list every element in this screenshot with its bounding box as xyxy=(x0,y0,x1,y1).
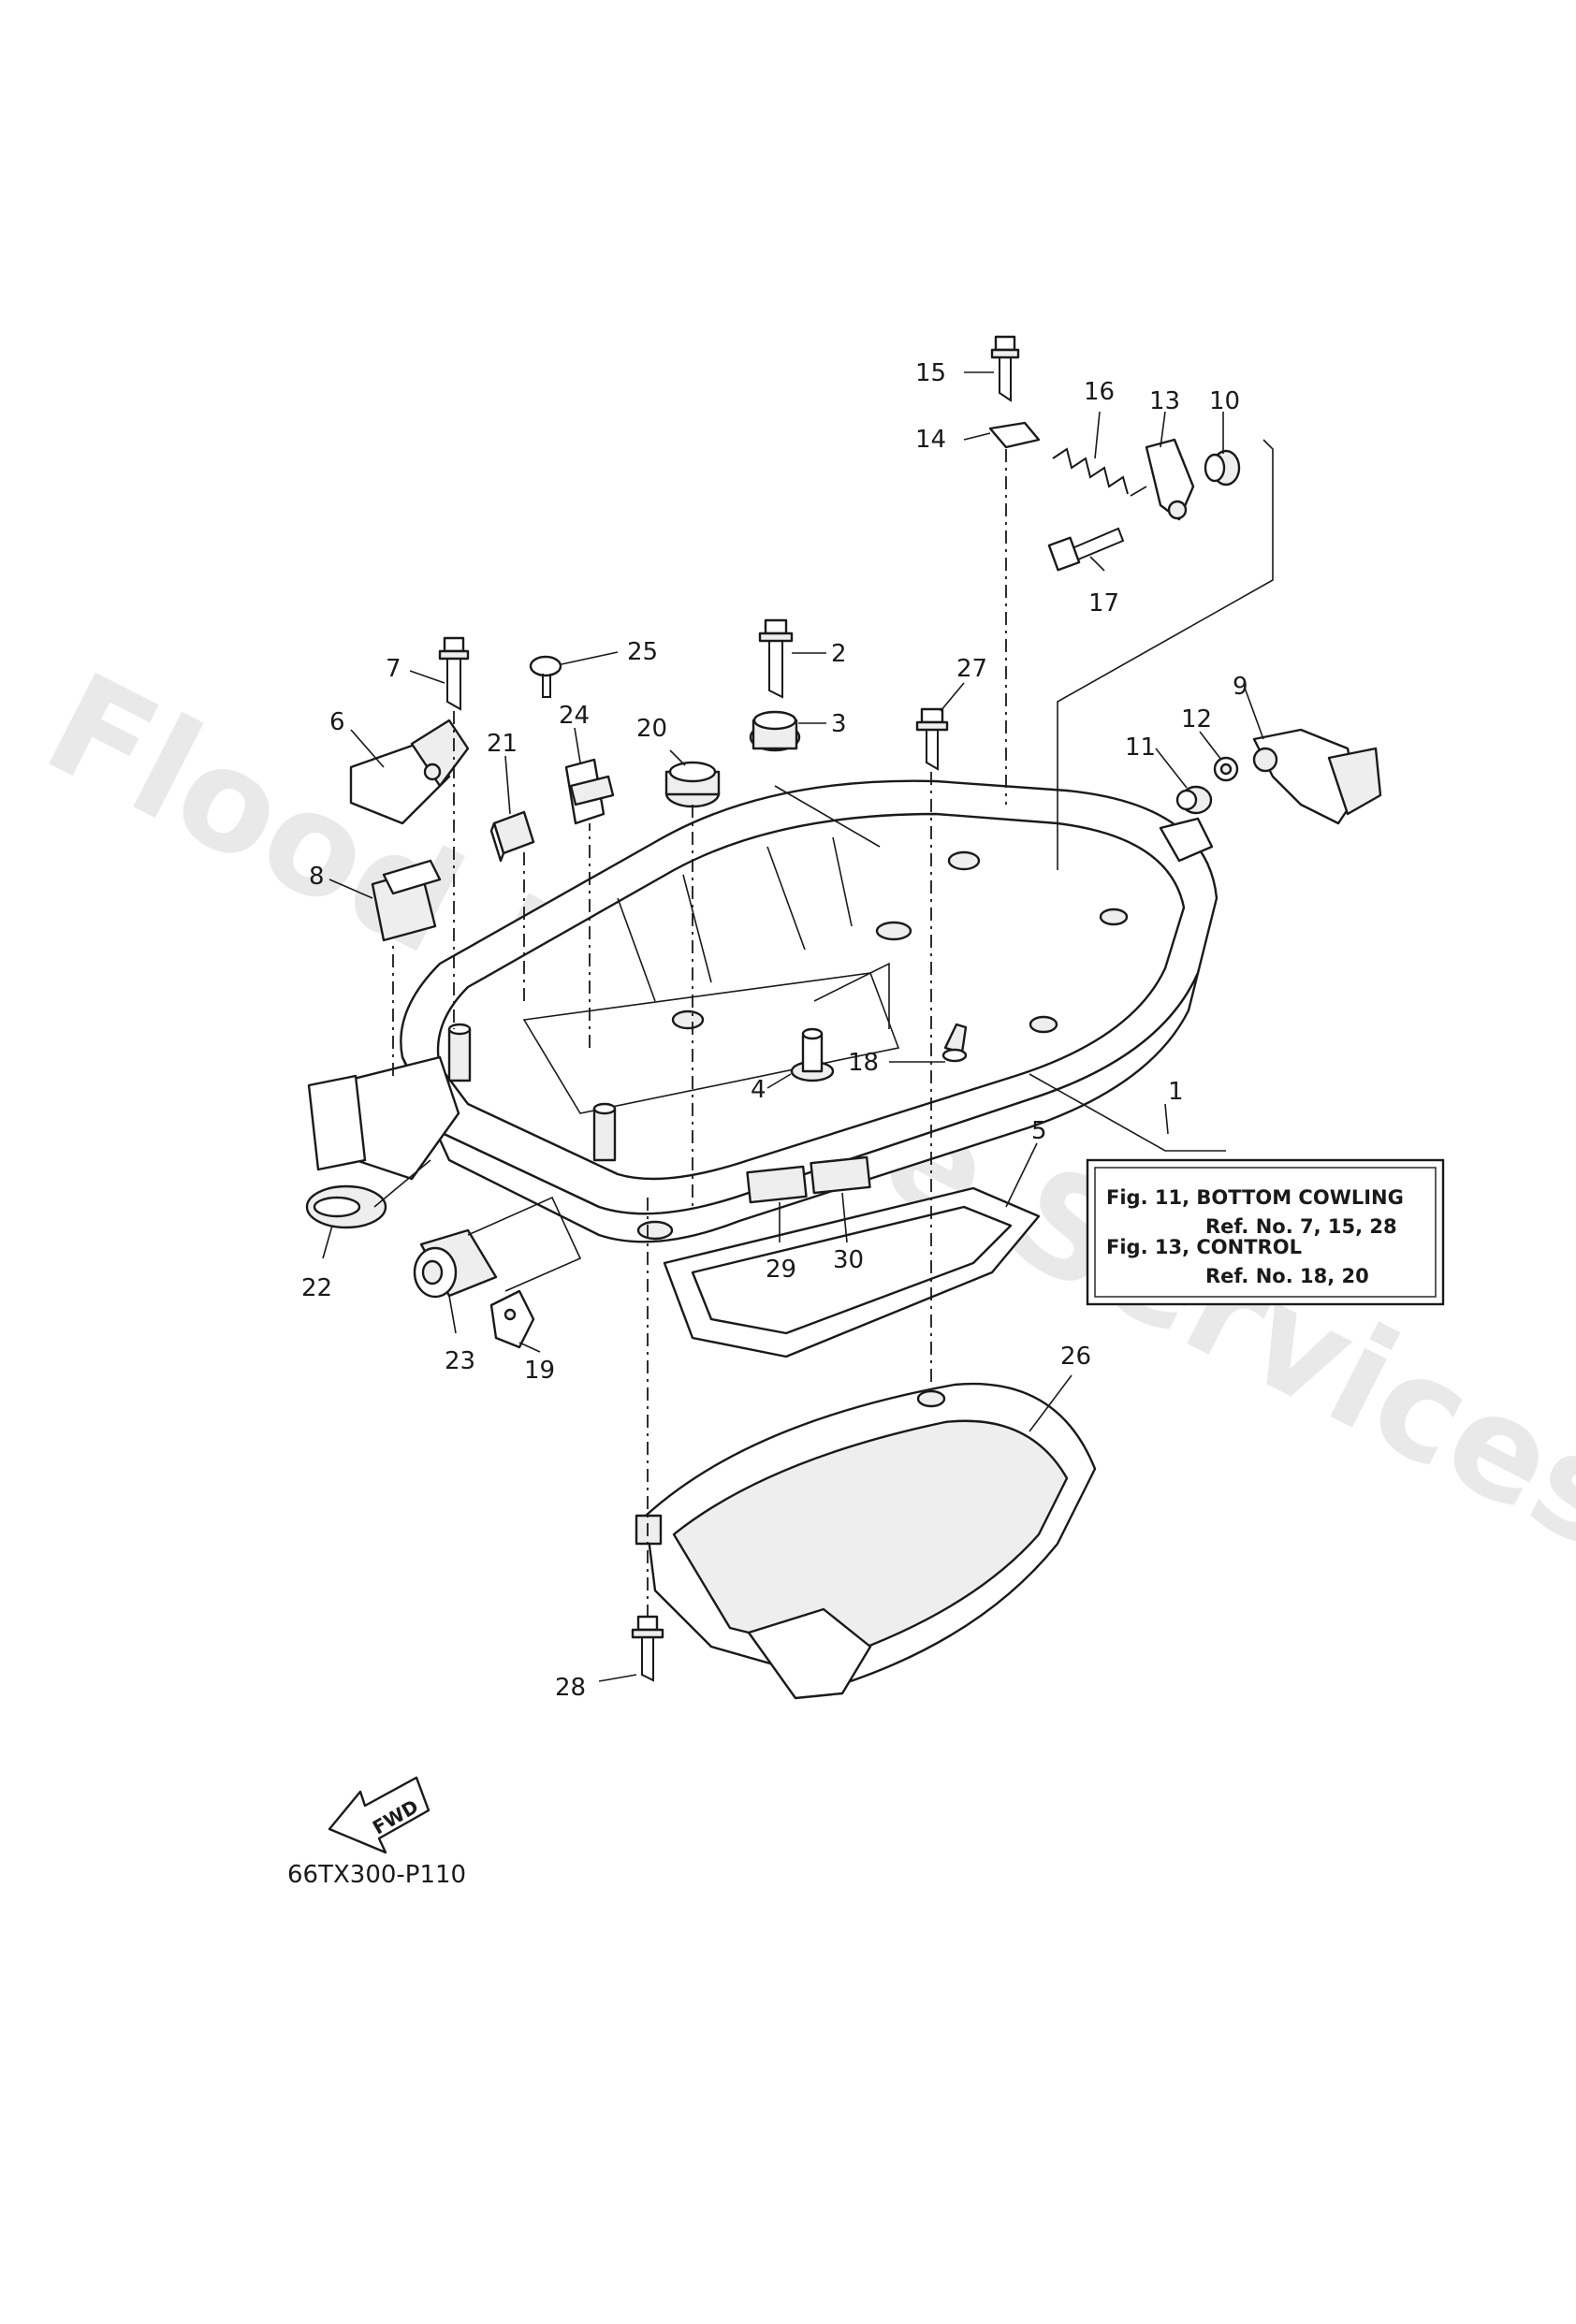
callout-25: 25 xyxy=(627,638,658,666)
callout-1: 1 xyxy=(1168,1078,1184,1106)
diagram-code: 66TX300-P110 xyxy=(287,1861,466,1889)
callout-17: 17 xyxy=(1088,589,1119,617)
screw-7-part xyxy=(438,636,470,711)
callout-30: 30 xyxy=(833,1246,864,1274)
washer-12-part xyxy=(1213,756,1239,782)
callout-20: 20 xyxy=(636,715,667,743)
grommet-10-part xyxy=(1204,449,1241,487)
collar-11-part xyxy=(1175,785,1213,815)
spring-16-part xyxy=(1052,447,1129,495)
bottom-cowling-part xyxy=(307,779,1218,1243)
callout-7: 7 xyxy=(386,655,401,683)
reference-line-3: Fig. 13, CONTROL xyxy=(1106,1236,1302,1258)
callout-6: 6 xyxy=(329,708,345,736)
callout-27: 27 xyxy=(956,655,987,683)
callout-15: 15 xyxy=(915,359,946,387)
callout-19: 19 xyxy=(524,1357,555,1385)
bolt-17-part xyxy=(1047,527,1125,572)
callout-10: 10 xyxy=(1209,387,1240,415)
callout-12: 12 xyxy=(1181,705,1212,734)
assembly-lines xyxy=(373,439,1274,1619)
bracket-6-part xyxy=(349,719,470,825)
callout-22: 22 xyxy=(301,1274,332,1302)
plate-19-part xyxy=(489,1289,535,1349)
handle-9-part xyxy=(1252,728,1382,825)
fitting-18-part xyxy=(941,1023,968,1063)
reference-line-1: Fig. 11, BOTTOM COWLING xyxy=(1106,1186,1404,1209)
callout-18: 18 xyxy=(848,1049,879,1077)
callout-labels: 1 2 3 4 5 6 7 8 9 10 11 12 13 14 15 16 1… xyxy=(301,359,1248,1702)
callout-5: 5 xyxy=(1031,1117,1047,1145)
bolt-15-part xyxy=(990,335,1020,402)
seal-22-part xyxy=(305,1184,387,1229)
callout-2: 2 xyxy=(831,640,847,668)
clip-24-part xyxy=(564,758,615,825)
damper-8-part xyxy=(371,859,442,942)
callout-21: 21 xyxy=(487,730,518,758)
rivet-25-part xyxy=(529,655,562,698)
cap-21-part xyxy=(489,810,535,863)
callout-11: 11 xyxy=(1125,734,1156,762)
reference-box: Fig. 11, BOTTOM COWLING Ref. No. 7, 15, … xyxy=(1086,1158,1445,1306)
forward-arrow-icon: FWD xyxy=(328,1776,430,1854)
screw-28-part xyxy=(631,1615,664,1682)
callout-29: 29 xyxy=(766,1256,796,1284)
lower-cover-part xyxy=(635,1382,1097,1700)
lever-13-part xyxy=(1145,438,1195,521)
callout-9: 9 xyxy=(1233,673,1248,701)
grommet-20-part xyxy=(664,761,721,808)
grommet-23-part xyxy=(413,1228,498,1299)
callout-28: 28 xyxy=(555,1674,586,1702)
callout-13: 13 xyxy=(1149,387,1180,415)
callout-14: 14 xyxy=(915,426,946,454)
collar-4-part xyxy=(790,1027,835,1082)
callout-8: 8 xyxy=(309,863,325,891)
screw-27-part xyxy=(915,707,949,771)
callout-4: 4 xyxy=(751,1076,766,1104)
callout-26: 26 xyxy=(1060,1343,1091,1371)
callout-3: 3 xyxy=(831,710,847,738)
callout-23: 23 xyxy=(445,1347,475,1375)
grommet-3-part xyxy=(749,710,801,752)
callout-16: 16 xyxy=(1084,378,1115,406)
callout-24: 24 xyxy=(559,702,590,730)
plate-14-part xyxy=(988,421,1041,449)
bolt-2-part xyxy=(758,618,794,699)
reference-line-4: Ref. No. 18, 20 xyxy=(1205,1265,1369,1287)
reference-line-2: Ref. No. 7, 15, 28 xyxy=(1205,1215,1397,1238)
